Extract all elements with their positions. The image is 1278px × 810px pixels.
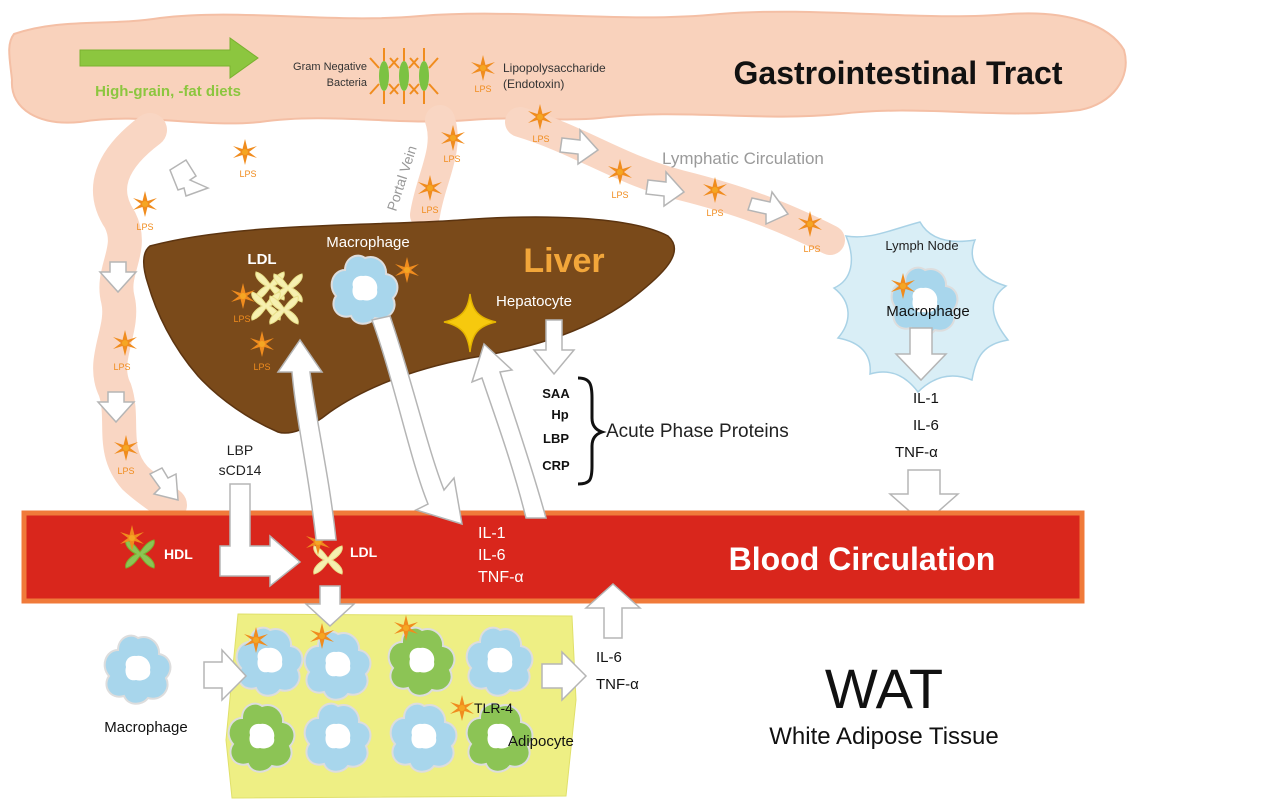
cytokine-label: IL-1 <box>478 525 506 542</box>
acute-phase-item: CRP <box>542 458 570 473</box>
cytokine-label: TNF-α <box>596 676 639 693</box>
diet-label: High-grain, -fat diets <box>95 83 241 100</box>
lps-label: LPS <box>136 222 153 232</box>
lps-label: LPS <box>117 466 134 476</box>
lps-star-icon <box>233 139 257 165</box>
acute-phase-item: SAA <box>542 386 570 401</box>
bacteria-label-line1: Gram Negative <box>293 61 367 73</box>
adipocyte-label: Adipocyte <box>508 733 574 750</box>
cytokine-label: TNF-α <box>895 444 938 461</box>
lps-label: LPS <box>421 205 438 215</box>
hepatocyte-output-arrow <box>532 319 576 376</box>
lps-name-line2: (Endotoxin) <box>503 77 564 91</box>
blood-circulation-title: Blood Circulation <box>729 541 996 577</box>
lymph-macrophage-label: Macrophage <box>886 303 969 320</box>
lps-name-line1: Lipopolysaccharide <box>503 61 606 75</box>
blood-ldl-label: LDL <box>350 544 378 560</box>
flow-arrow-icon <box>747 190 790 226</box>
lps-label: LPS <box>611 190 628 200</box>
flow-arrow-icon <box>559 128 600 166</box>
wat-to-blood-arrow <box>584 582 642 639</box>
cytokine-label: TNF-α <box>478 569 524 586</box>
lymph-node-title: Lymph Node <box>885 238 958 253</box>
lbp-binding-arrow <box>219 483 302 588</box>
flow-arrow-icon <box>169 158 211 197</box>
ldl-to-liver-arrow <box>276 338 337 541</box>
blood-to-hepatocyte-arrow <box>470 342 547 519</box>
flow-arrows <box>96 128 790 501</box>
acute-phase-list: SAA Hp LBP CRP <box>542 386 570 473</box>
hdl-label: HDL <box>164 546 193 562</box>
flow-arrow-icon <box>148 467 179 501</box>
wat-full-name: White Adipose Tissue <box>769 723 998 750</box>
ldl-particles <box>251 271 303 325</box>
liver-macrophage-label: Macrophage <box>326 234 409 251</box>
cytokine-label: IL-6 <box>913 417 939 434</box>
blood-circulation-band <box>21 510 1085 604</box>
blood-cytokines: IL-1 IL-6 TNF-α <box>478 525 524 586</box>
gi-title: Gastrointestinal Tract <box>734 55 1063 91</box>
lymphatic-trail-left <box>93 113 187 522</box>
lps-label: LPS <box>253 362 270 372</box>
flow-arrow-icon <box>96 391 136 424</box>
liver-title: Liver <box>523 242 604 280</box>
lps-label: LPS <box>532 134 549 144</box>
hepatocyte-icon <box>443 293 497 353</box>
lps-stars: LPS LPS LPS LPS LPS LPS LPS LPS LPS LPS <box>113 104 822 476</box>
lymph-to-blood-arrow <box>888 469 960 526</box>
wat-recruited-macrophage <box>103 634 172 705</box>
cytokine-label: IL-6 <box>596 649 622 666</box>
ldl-to-wat-arrow <box>304 585 356 628</box>
lps-label: LPS <box>474 84 491 94</box>
lps-label: LPS <box>113 362 130 372</box>
hepatocyte-label: Hepatocyte <box>496 293 572 310</box>
wat-macrophage-label: Macrophage <box>104 719 187 736</box>
lps-label: LPS <box>443 154 460 164</box>
wat-output-arrow <box>541 650 588 702</box>
lymphatic-circulation-label: Lymphatic Circulation <box>662 149 824 168</box>
macrophage-to-blood-arrow <box>371 315 463 526</box>
wat-cytokines: IL-6 TNF-α <box>596 649 639 693</box>
wat-abbr: WAT <box>825 657 943 720</box>
bacteria-label-line2: Bacteria <box>327 77 368 89</box>
lps-label: LPS <box>706 208 723 218</box>
lps-label: LPS <box>239 169 256 179</box>
gastrointestinal-tract <box>8 10 1127 125</box>
cytokine-label: IL-6 <box>478 547 506 564</box>
lbp-label: LBP <box>227 442 253 458</box>
acute-phase-label: Acute Phase Proteins <box>606 421 789 442</box>
flow-arrow-icon <box>645 170 686 208</box>
lymph-output-arrow <box>894 327 948 382</box>
liver-ldl-label: LDL <box>247 251 276 268</box>
scd14-label: sCD14 <box>219 462 262 478</box>
lps-label: LPS <box>233 314 250 324</box>
lps-label: LPS <box>803 244 820 254</box>
acute-phase-bracket <box>577 376 607 486</box>
portal-vein-trail <box>410 105 458 230</box>
acute-phase-item: Hp <box>551 407 568 422</box>
tlr4-label: TLR-4 <box>474 700 513 716</box>
lps-star-icon <box>133 191 157 217</box>
diet-arrow <box>79 37 259 79</box>
flow-arrow-icon <box>98 261 138 294</box>
macrophage-infiltration-arrow <box>203 648 248 702</box>
acute-phase-item: LBP <box>543 431 569 446</box>
cytokine-label: IL-1 <box>913 390 939 407</box>
lymph-cytokines: IL-1 IL-6 TNF-α <box>895 390 939 461</box>
